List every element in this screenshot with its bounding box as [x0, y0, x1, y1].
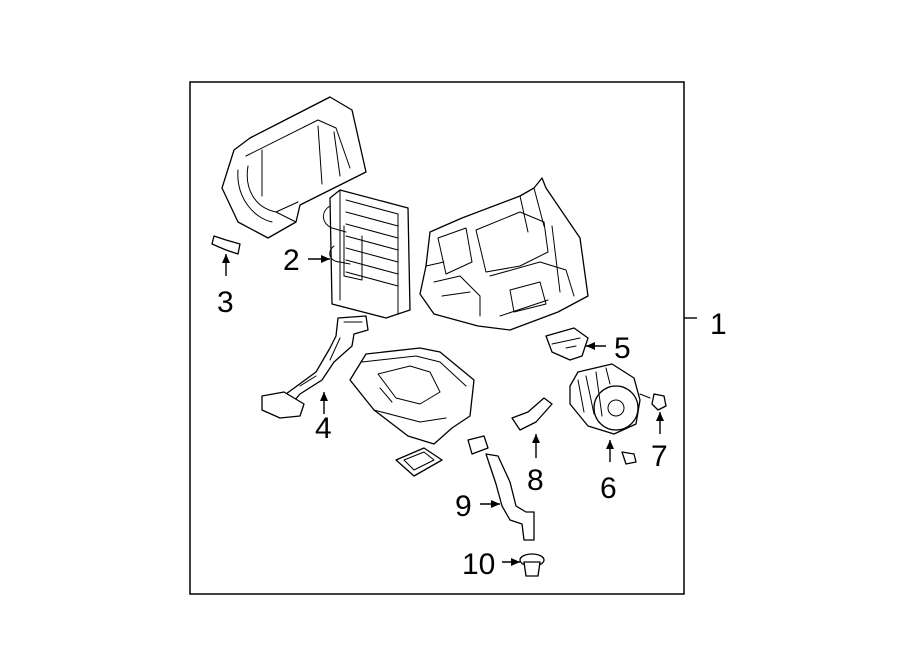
evaporator-core-part	[323, 189, 411, 319]
fitting-part	[467, 435, 489, 455]
seal-part	[395, 447, 443, 477]
callout-9: 9	[455, 490, 472, 523]
callout-5: 5	[614, 332, 631, 365]
callout-2: 2	[283, 244, 300, 277]
resistor-part	[545, 327, 589, 361]
blower-motor-part	[569, 363, 641, 435]
callout-1: 1	[710, 308, 727, 341]
pipe-harness-part	[261, 315, 369, 419]
callout-3: 3	[217, 286, 234, 319]
screw-part	[621, 393, 667, 465]
diagram-frame	[189, 81, 685, 595]
callout-10: 10	[462, 548, 495, 581]
heater-case-part	[419, 177, 589, 331]
callout-6: 6	[600, 472, 617, 505]
callout-8: 8	[527, 464, 544, 497]
upper-case-part	[221, 96, 367, 239]
callout-4: 4	[315, 412, 332, 445]
lower-case-part	[349, 347, 475, 445]
drain-hose-part	[511, 397, 553, 431]
clip-part	[211, 235, 241, 255]
callout-7: 7	[651, 440, 668, 473]
drain-cap-part	[519, 553, 545, 577]
tube-part	[485, 453, 535, 541]
